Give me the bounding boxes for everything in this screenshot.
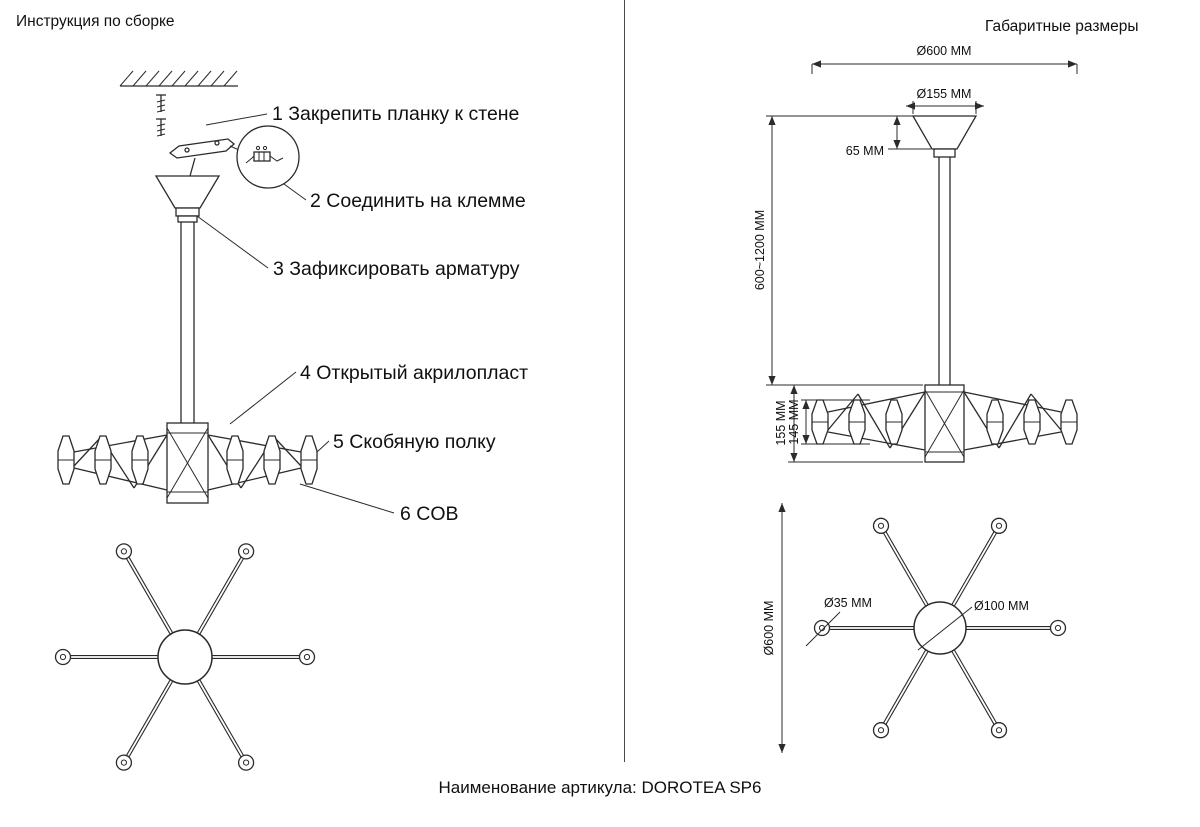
dim-canopy-diameter: Ø155 MM <box>917 87 972 101</box>
lamp-shade <box>300 435 318 485</box>
dimensions-diagram: Ø600 MM Ø155 MM 65 MM 600~1200 MM 155 MM <box>753 44 1078 753</box>
body-hub <box>166 422 209 504</box>
lamp-shade <box>811 399 829 445</box>
callout-leaders <box>196 113 395 514</box>
dimension-plan-diameter: Ø600 MM <box>762 503 786 753</box>
body-hub <box>924 384 965 463</box>
canopy <box>911 115 978 158</box>
dimension-canopy-diameter: Ø155 MM <box>906 87 984 114</box>
canopy <box>154 175 221 209</box>
truss-right <box>963 391 1062 451</box>
lamp-shade <box>131 435 149 485</box>
suspension-rod <box>938 157 951 385</box>
lamp-shade <box>1060 399 1078 445</box>
assembly-diagram: 1 Закрепить планку к стене 2 Соединить н… <box>54 70 528 771</box>
dim-plan-diameter: Ø600 MM <box>762 601 776 656</box>
callout-step-1: 1 Закрепить планку к стене <box>272 103 519 125</box>
callout-step-6: 6 COB <box>400 503 459 525</box>
panel-divider <box>624 0 625 762</box>
callout-step-2: 2 Соединить на клемме <box>310 190 526 212</box>
dimension-suspension-height: 600~1200 MM <box>753 115 923 386</box>
dim-canopy-height: 65 MM <box>846 144 884 158</box>
article-name: Наименование артикула: DOROTEA SP6 <box>438 778 762 797</box>
dim-overall-width: Ø600 MM <box>917 44 972 58</box>
lamp-shade <box>263 435 281 485</box>
lamp-shade <box>848 399 866 445</box>
lamp-shade <box>1023 399 1041 445</box>
truss-left <box>73 434 168 491</box>
dim-body-height-outer: 155 MM <box>774 400 788 445</box>
dim-hub-diameter: Ø100 MM <box>974 599 1029 613</box>
callout-step-5: 5 Скобяную полку <box>333 431 496 453</box>
dim-tube-diameter: Ø35 MM <box>824 596 872 610</box>
dimension-tube-diameter: Ø35 MM <box>805 596 872 647</box>
mounting-screws <box>156 94 166 137</box>
dim-suspension-height: 600~1200 MM <box>753 210 767 290</box>
lamp-shade <box>226 435 244 485</box>
callout-step-4: 4 Открытый акрилопласт <box>300 362 528 384</box>
mounting-bracket <box>168 138 240 177</box>
suspension-rod <box>175 207 200 423</box>
dimension-overall-width: Ø600 MM <box>811 44 1078 74</box>
dim-body-height-inner: 145 MM <box>787 399 801 444</box>
lamp-shade <box>57 435 75 485</box>
dimension-body-height-inner: 145 MM <box>787 399 870 445</box>
truss-right <box>207 434 302 491</box>
dimension-body-height-outer: 155 MM <box>774 385 923 463</box>
lamp-shade <box>94 435 112 485</box>
lamp-shade <box>885 399 903 445</box>
truss-left <box>827 391 926 451</box>
dimensions-title: Габаритные размеры <box>985 18 1139 35</box>
callout-step-3: 3 Зафиксировать арматуру <box>273 258 520 280</box>
assembly-title: Инструкция по сборке <box>16 13 175 30</box>
lamp-shade <box>986 399 1004 445</box>
ceiling-hatch <box>119 70 238 87</box>
dimension-hub-diameter: Ø100 MM <box>917 599 1029 651</box>
plan-view <box>54 543 316 771</box>
dimension-canopy-height: 65 MM <box>846 116 931 158</box>
terminal-detail-circle <box>236 125 300 189</box>
plan-view <box>813 517 1067 739</box>
